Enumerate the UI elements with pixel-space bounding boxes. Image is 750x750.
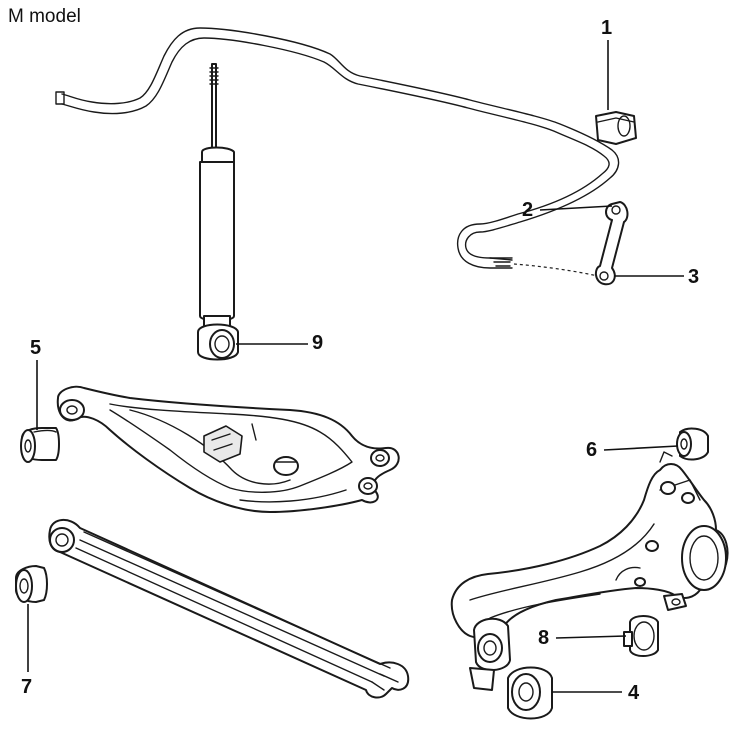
diagram-title: M model xyxy=(8,6,81,27)
bushing-7 xyxy=(15,565,48,603)
trailing-link xyxy=(48,519,410,699)
callout-7: 7 xyxy=(21,676,33,698)
callout-5: 5 xyxy=(30,337,42,359)
stabilizer-link xyxy=(594,201,629,286)
bushing-4 xyxy=(507,666,553,720)
stabilizer-bushing xyxy=(595,111,637,145)
callout-2: 2 xyxy=(522,199,534,221)
callout-1: 1 xyxy=(601,17,613,39)
callout-4: 4 xyxy=(628,682,640,704)
bushing-5 xyxy=(20,427,60,463)
bushing-8 xyxy=(623,615,659,657)
stabilizer-bar xyxy=(55,27,620,277)
carrier-inner-bushing xyxy=(469,617,511,691)
leader-6 xyxy=(603,445,679,451)
leader-8 xyxy=(555,635,627,639)
wheel-carrier xyxy=(450,451,729,639)
leader-2 xyxy=(539,205,613,211)
bushing-6 xyxy=(676,427,709,461)
callout-9: 9 xyxy=(312,332,324,354)
callout-8: 8 xyxy=(538,627,550,649)
leader-lines xyxy=(27,40,684,693)
callout-3: 3 xyxy=(688,266,700,288)
lower-control-arm xyxy=(56,385,400,513)
callout-6: 6 xyxy=(586,439,598,461)
shock-absorber xyxy=(197,63,239,361)
